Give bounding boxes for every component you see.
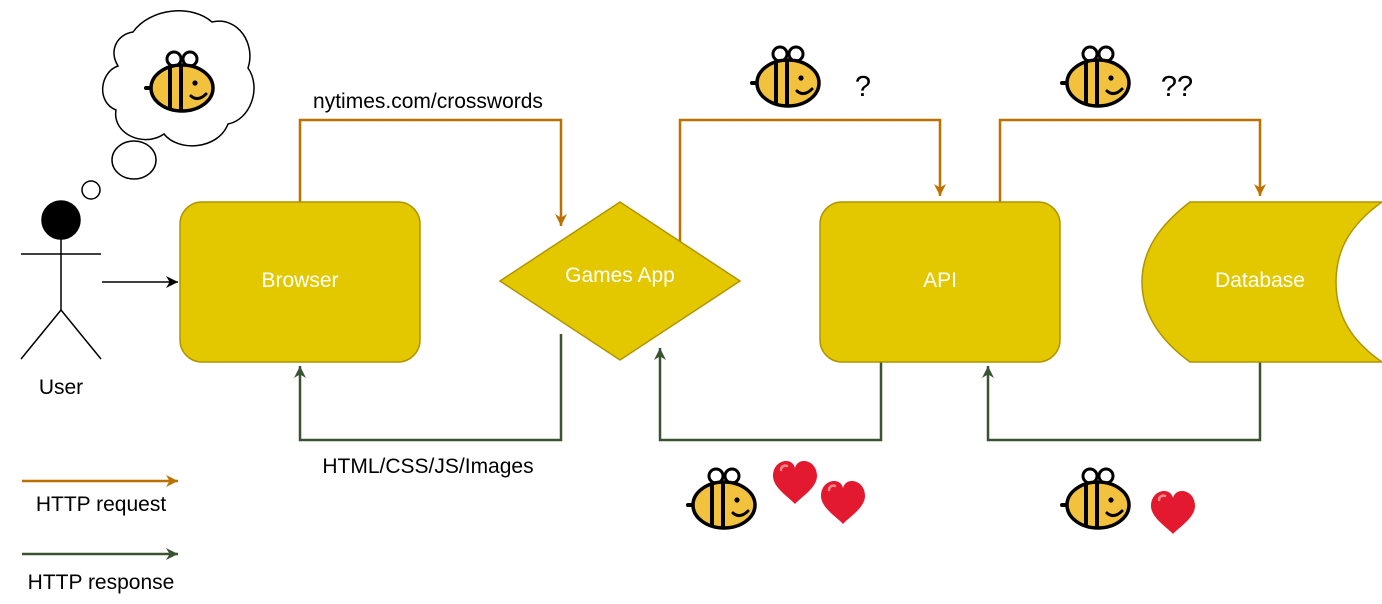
database-label: Database — [1215, 269, 1305, 292]
request-browser-to-games-app — [298, 118, 567, 226]
legend-response-label: HTTP response — [28, 571, 175, 594]
api-node: API — [819, 201, 1061, 363]
bee-icon — [686, 467, 757, 530]
stick-figure-icon — [20, 200, 102, 360]
bee-icon — [1060, 467, 1131, 530]
api-label: API — [923, 269, 957, 292]
response-api-to-games-app — [654, 348, 883, 442]
response-database-to-api — [982, 362, 1262, 442]
database-node: Database — [1141, 201, 1382, 363]
request-api-to-database — [998, 118, 1266, 202]
bee-icon — [1060, 45, 1131, 108]
games-app-label: Games App — [565, 264, 675, 287]
browser-node: Browser — [179, 201, 421, 363]
heart-icon — [819, 479, 867, 526]
request-url-label: nytimes.com/crosswords — [313, 90, 543, 113]
legend-request-label: HTTP request — [36, 493, 166, 516]
bee-icon — [750, 45, 821, 108]
heart-icon — [1149, 489, 1197, 536]
db-question-marks: ?? — [1161, 71, 1193, 103]
heart-icon — [771, 459, 819, 506]
request-games-app-to-api — [678, 118, 946, 242]
response-assets-label: HTML/CSS/JS/Images — [322, 455, 533, 478]
api-question-mark: ? — [855, 71, 871, 103]
games-app-node: Games App — [498, 201, 742, 361]
legend: HTTP request HTTP response — [22, 475, 178, 594]
response-games-app-to-browser — [294, 334, 563, 442]
browser-label: Browser — [261, 269, 338, 292]
actor-label: User — [39, 376, 83, 399]
